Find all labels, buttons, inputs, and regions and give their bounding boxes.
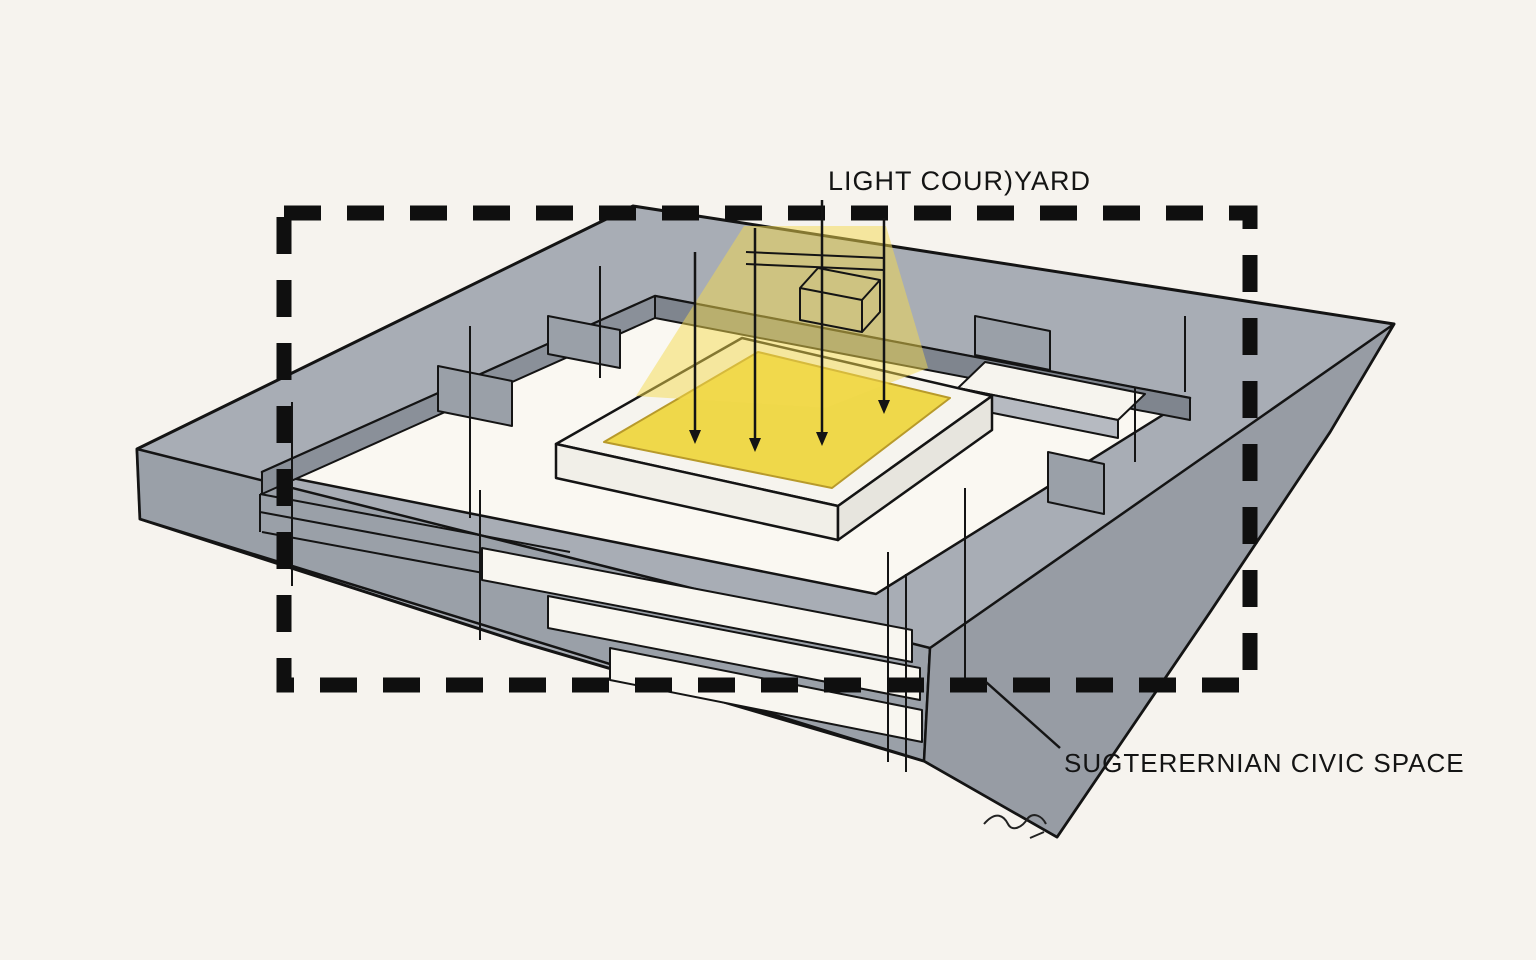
front-terrace-middle: [547, 595, 921, 701]
wall-stub-upper-right: [974, 315, 1051, 371]
dashed-boundary: [276, 205, 1258, 693]
wall-stub-upper-left: [547, 315, 621, 369]
light-courtyard-label: LIGHT COUR)YARD: [828, 166, 1092, 196]
wall-stub-right: [1047, 451, 1105, 515]
skylight-cube: [799, 267, 881, 333]
light-arrows: [689, 200, 890, 452]
leader-line: [985, 681, 1061, 749]
front-terrace-upper: [481, 547, 913, 663]
front-terrace-lower: [609, 647, 923, 743]
left-gallery-rails: [259, 493, 576, 591]
plinth-front-right-face: [836, 394, 994, 542]
signature-scribble: [983, 814, 1047, 839]
wall-stub-left: [437, 365, 513, 427]
light-beam: [636, 226, 928, 408]
interior-partitions: [259, 315, 1146, 743]
beam-louver-lines: [745, 251, 885, 271]
structural-columns: [291, 266, 1186, 772]
subterranean-civic-space-label: SUGTERERNIAN CIVIC SPACE: [1064, 748, 1465, 778]
block-front-right-face: [922, 322, 1396, 839]
light-beam-volume: [636, 226, 928, 408]
